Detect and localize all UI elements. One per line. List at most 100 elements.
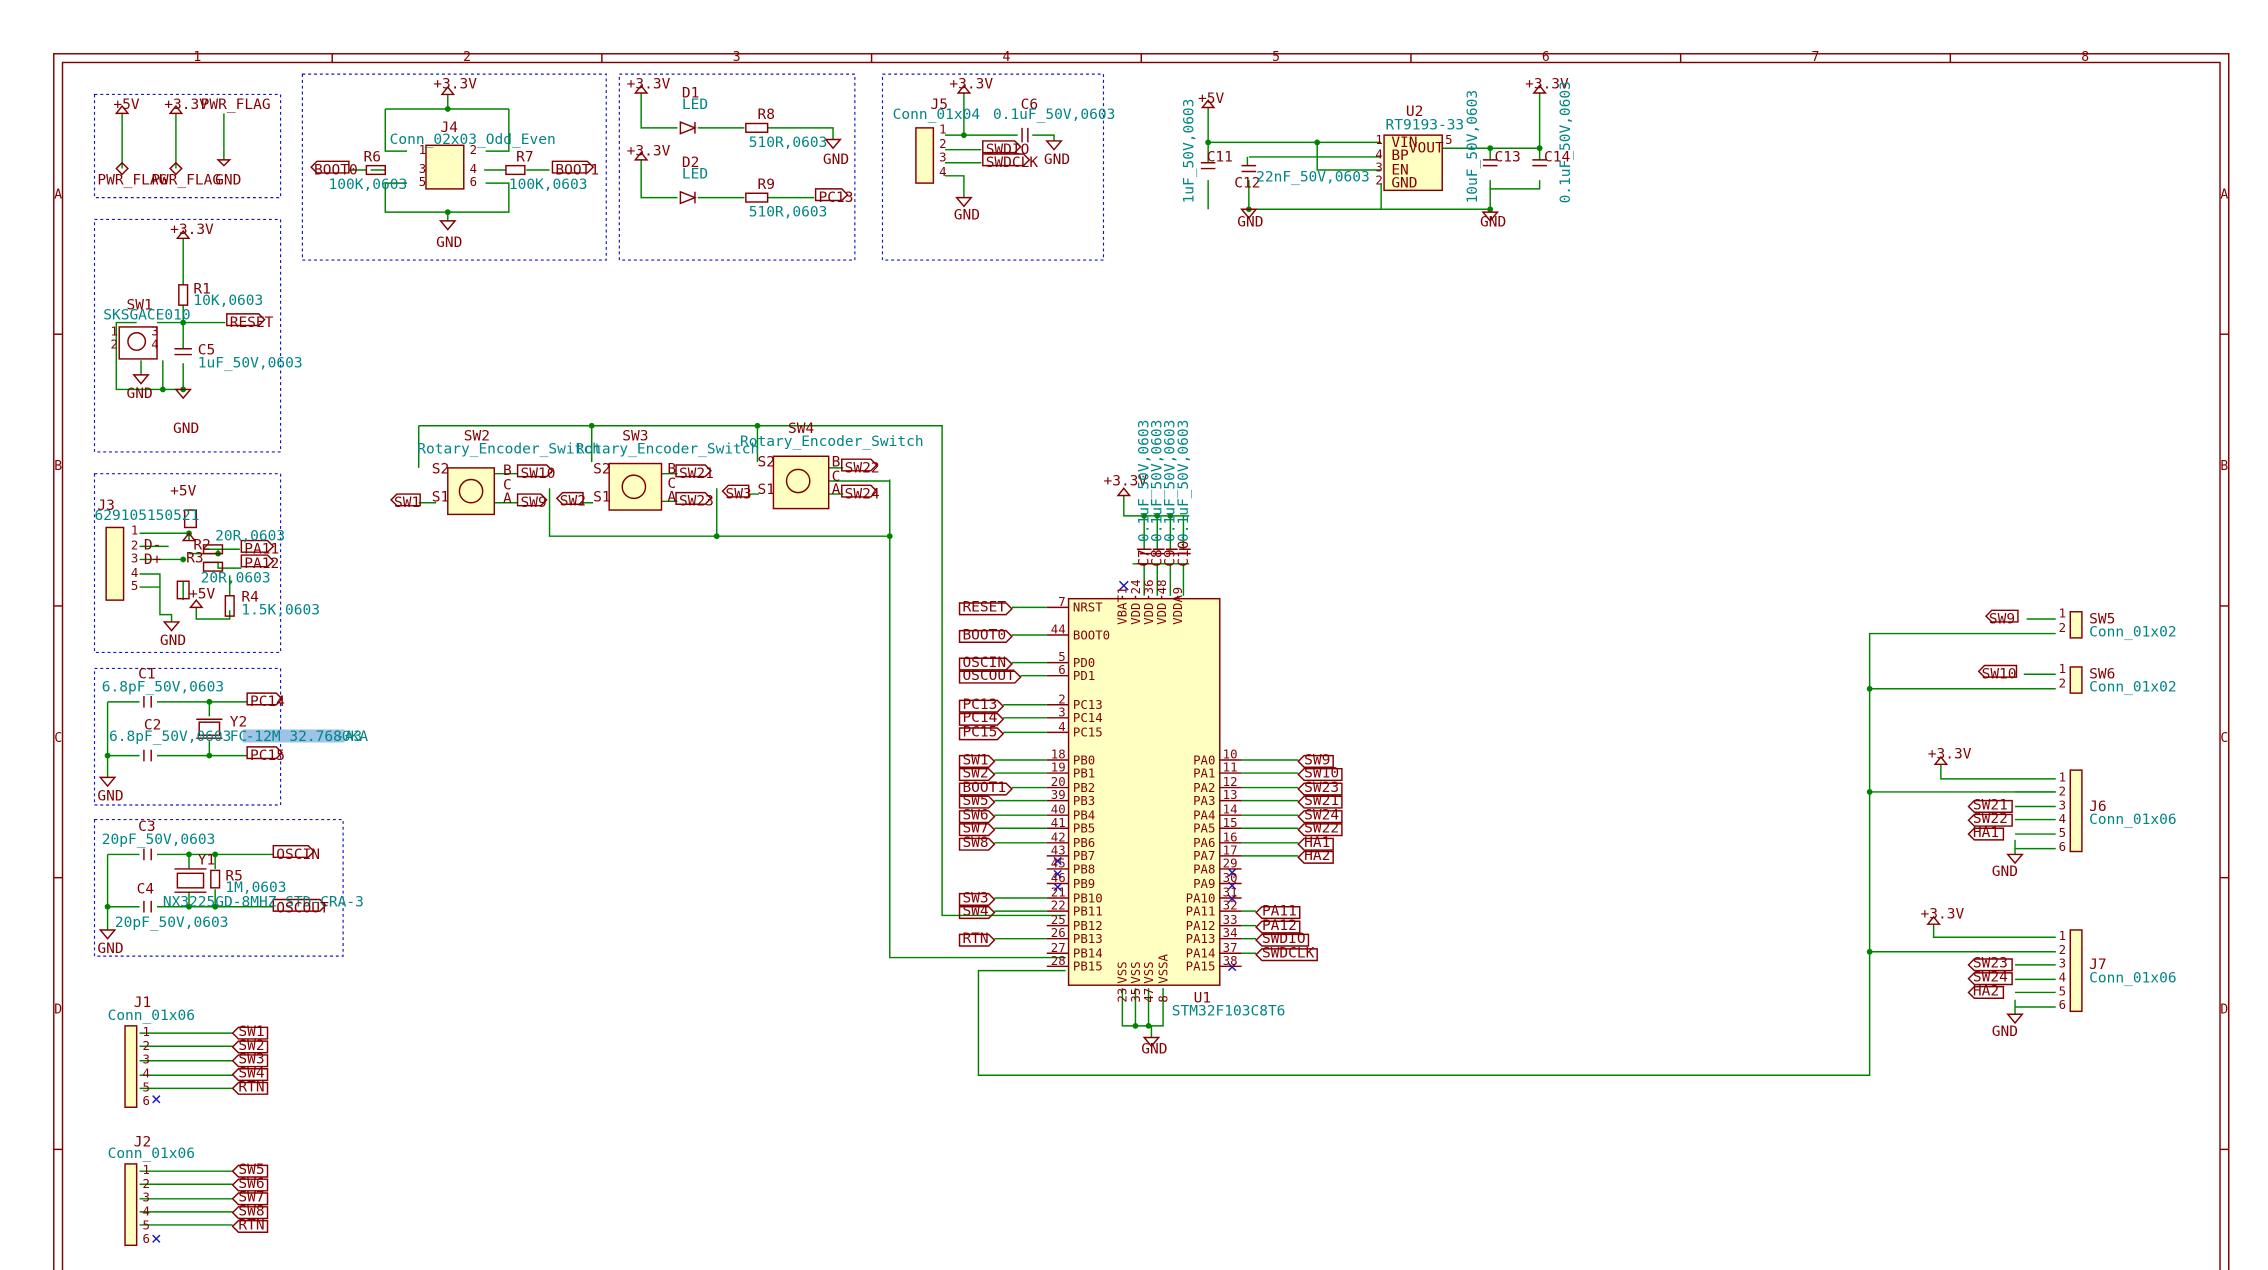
c14-ref: C14 [1544,149,1570,165]
y2-ref: Y2 [230,715,247,731]
mcu-pin-number: 2 [1058,692,1065,706]
net-label: SW3 [238,1052,264,1068]
pin-name: S2 [432,462,449,478]
pwr-flag-label: PWR_FLAG [97,173,167,189]
net-label-flag [246,692,284,706]
net-label: SW24 [1304,808,1339,824]
pin-number: 1 [1375,133,1382,147]
c12-value: 22nF_50V,0603 [1256,170,1370,186]
net-label-swdclk: SWDCLK [986,155,1039,171]
gnd-label: GND [1992,864,2018,880]
pin-number: 3 [151,325,158,339]
gnd-label: GND [1237,215,1263,231]
power-symbols [98,84,2024,1048]
pin-number: 6 [470,175,477,189]
net-label-flag [231,1026,269,1040]
net-label: SW1 [238,1024,264,1040]
mcu-pin-name: PB13 [1073,932,1103,946]
net-label: SW6 [962,808,988,824]
net-label-flag [1297,754,1334,768]
r3-ref: R3 [186,550,203,566]
net-label-flag [231,1178,269,1192]
decap-value: 0.1uF_50V,0603 [1150,420,1166,542]
net-label: RTN [962,931,988,947]
net-label-flag [958,933,996,947]
mcu-pin-number: 45 [1051,856,1066,870]
mcu-pin-name: PA0 [1193,753,1215,767]
mcu-pin-number: 1 [1116,587,1130,594]
encoder-ref: SW3 [622,428,648,444]
mcu-pin-number: 34 [1223,926,1238,940]
net-label-flag [226,313,266,327]
net-label-flag [1967,985,2005,999]
pin-name: EN [1391,162,1408,178]
gnd-label: GND [173,421,199,437]
mcu-pin-number: 21 [1051,886,1066,900]
r8-value: 510R,0603 [749,135,828,151]
net-label: SW22 [1973,811,2008,827]
net-label-flag [231,1068,269,1082]
net-label-pa12: PA12 [244,556,279,572]
pin-number: 5 [131,579,138,593]
mcu-pin-name: VBAT [1116,595,1130,625]
power-33v-label: +3.3V [164,97,208,113]
net-label-flag [814,188,849,202]
r6-value: 100K,0603 [329,177,408,193]
r5-ref: R5 [225,869,242,885]
pin-number: 3 [131,551,138,565]
c1-ref: C1 [138,667,155,683]
net-label: SW5 [238,1162,264,1178]
net-label-flag [1255,906,1301,920]
pin-number: 1 [110,325,117,339]
mcu-pin-number: 30 [1223,871,1238,885]
net-label-sw21: SW21 [679,466,714,482]
mcu-pin-name: VDD [1155,603,1169,625]
y1-value: NX3225GD-8MHZ-STD-CRA-3 [163,895,364,911]
pin-number: 4 [2059,971,2066,985]
net-label: SW6 [238,1176,264,1192]
power-label: +5V [189,587,215,603]
c3-ref: C3 [138,819,155,835]
pin-number: 2 [2059,676,2066,690]
net-label: SW21 [1304,793,1339,809]
pin-name: B [503,463,512,479]
u2-value: RT9193-33 [1386,117,1465,133]
net-label-pa11: PA11 [244,542,279,558]
net-label-flag [310,160,350,174]
sw1-ref: SW1 [126,298,152,314]
u1-value: STM32F103C8T6 [1172,1004,1286,1020]
pin-name: S2 [757,454,774,470]
mcu-pin-number: 38 [1223,954,1238,968]
net-label-flag [1297,823,1343,837]
net-label: SW9 [1304,752,1330,768]
mcu-pin-name: PC14 [1073,711,1103,725]
net-label-flag [1255,920,1301,934]
pin-number: 1 [2059,607,2066,621]
net-label: SW5 [962,793,988,809]
pin-number: 2 [1375,174,1382,188]
net-label: PC13 [962,697,997,713]
mcu-pin-name: VSSA [1156,953,1170,983]
net-label-flag [958,657,1013,671]
net-label-sw2: SW2 [560,494,586,510]
net-label-flag [231,1081,269,1095]
pin-name: C [832,469,841,485]
encoder-value: Rotary_Encoder_Switch [576,441,760,457]
net-label: SW2 [962,765,988,781]
y2-value-a: FC [230,729,247,745]
mcu-pin-name: VSS [1142,961,1156,983]
net-label-flag [958,823,996,837]
net-label-flag [240,554,275,568]
mcu-pin-name: VDDA [1171,595,1185,625]
pwr-flag-label: PWR_FLAG [151,173,221,189]
pin-number: 5 [142,1218,149,1232]
mcu-pin-name: PA4 [1193,809,1215,823]
mcu-pin-name: PD1 [1073,669,1095,683]
gnd-label: GND [1141,1041,1167,1057]
net-label-sw9: SW9 [520,495,546,511]
pin-name: C [667,476,676,492]
frame-column-label: 3 [733,50,741,65]
mcu-pin-number: 35 [1129,988,1143,1003]
j2-ref: J2 [134,1134,151,1150]
frame-row-label: C [54,731,62,746]
